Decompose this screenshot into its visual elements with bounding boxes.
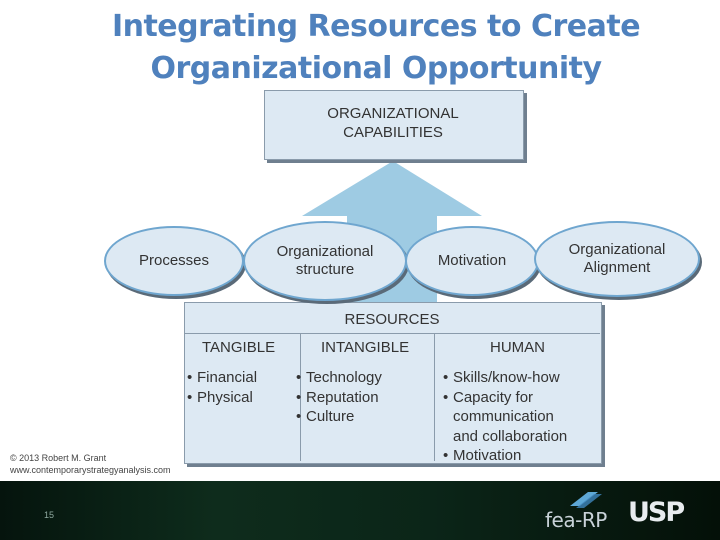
column-heading-human: HUMAN — [490, 339, 545, 356]
list-item: •Technology — [296, 369, 382, 386]
list-item: •Financial — [187, 369, 258, 386]
list-item: communication — [453, 408, 554, 425]
fea-rp-logo: fea-RP — [545, 508, 607, 532]
footer-bar — [0, 481, 720, 540]
intangible-list: •Technology •Reputation •Culture — [296, 368, 382, 427]
ellipse-motivation: Motivation — [405, 226, 539, 296]
list-item: and collaboration — [453, 427, 568, 445]
capabilities-label: ORGANIZATIONAL CAPABILITIES — [264, 104, 522, 142]
title-line-1: Integrating Resources to Create — [111, 9, 641, 44]
list-item: •Physical — [187, 388, 253, 406]
resources-title: RESOURCES — [344, 311, 440, 328]
header-divider — [185, 333, 600, 334]
capabilities-line-2: CAPABILITIES — [343, 124, 443, 141]
title-line-2: Organizational Opportunity — [150, 51, 602, 86]
column-heading-intangible: INTANGIBLE — [321, 339, 410, 356]
capabilities-box — [264, 90, 524, 160]
resources-box — [184, 302, 602, 464]
website-line: www.contemporarystrategyanalysis.com — [10, 465, 171, 475]
slide-title: Integrating Resources to Create Organiza… — [0, 6, 720, 90]
copyright-note: © 2013 Robert M. Grant www.contemporarys… — [10, 452, 171, 476]
copyright-line: © 2013 Robert M. Grant — [10, 453, 107, 463]
tangible-list: •Financial •Physical — [187, 368, 257, 407]
human-list: •Skills/know-how •Capacity for communica… — [443, 368, 567, 466]
list-item: •Skills/know-how — [443, 369, 560, 386]
list-item: •Culture — [296, 408, 355, 425]
list-item: •Motivation — [443, 447, 522, 464]
ellipse-processes: Processes — [104, 226, 244, 296]
column-divider-2 — [434, 333, 435, 461]
list-item: •Reputation — [296, 388, 379, 406]
list-item: •Capacity for — [443, 388, 534, 406]
capabilities-line-1: ORGANIZATIONAL — [327, 105, 459, 122]
column-divider-1 — [300, 333, 301, 461]
fea-logo-icon — [570, 492, 602, 508]
usp-logo: USP — [628, 497, 685, 528]
page-number: 15 — [44, 510, 55, 520]
column-heading-tangible: TANGIBLE — [202, 339, 276, 356]
